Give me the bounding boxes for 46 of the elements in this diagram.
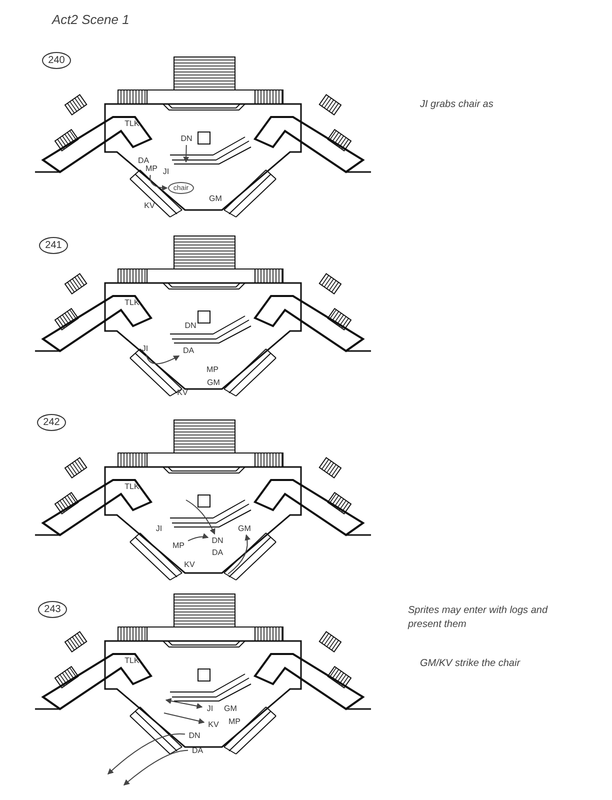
page-title: Act2 Scene 1 <box>52 11 130 29</box>
movement-arrow <box>183 144 190 163</box>
movement-arrow <box>107 733 186 774</box>
movement-arrow <box>165 698 203 709</box>
actor-initials: TLK <box>124 299 140 307</box>
actor-initials: GM <box>208 195 223 203</box>
actor-initials: GM <box>206 379 221 387</box>
actor-initials: KV <box>183 561 196 569</box>
movement-arrow <box>188 533 209 542</box>
actor-initials: MP <box>206 366 220 374</box>
movement-arrow <box>228 534 250 574</box>
note-text: Sprites may enter with logs and present them <box>408 604 549 632</box>
actor-initials: JI <box>154 525 164 533</box>
actor-initials: MP <box>170 540 187 551</box>
actor-initials: DN <box>209 535 226 546</box>
actor-initials: DA <box>136 157 150 165</box>
cue-number: 242 <box>37 414 66 431</box>
actor-initials: KV <box>176 389 189 397</box>
actor-initials: MP <box>228 718 242 726</box>
cue-number: 243 <box>38 601 67 618</box>
cue-number: 240 <box>42 52 71 69</box>
movement-arrow <box>186 500 216 535</box>
actor-initials: GM <box>223 705 238 713</box>
actor-initials: KV <box>143 202 156 210</box>
note-text: JI grabs chair as <box>420 98 494 112</box>
actor-initials: DA <box>189 745 206 756</box>
actor-initials: DN <box>186 730 203 741</box>
actor-initials: MP <box>143 163 160 174</box>
note-text: GM/KV strike the chair <box>420 657 522 671</box>
actor-initials: JI <box>203 703 217 714</box>
actor-initials: DA <box>210 549 224 557</box>
actor-initials: DN <box>184 322 198 330</box>
actor-initials: DN <box>178 133 195 144</box>
actor-initials: JI <box>138 343 152 354</box>
actor-initials: TLK <box>124 657 140 665</box>
actor-initials: DA <box>180 345 197 356</box>
movement-arrow <box>146 354 180 364</box>
actor-initials: TLK <box>124 120 140 128</box>
movement-arrow <box>150 174 168 191</box>
movement-arrow <box>164 712 205 724</box>
cue-number: 241 <box>39 237 68 254</box>
movement-arrow <box>123 750 188 786</box>
actor-initials: JI <box>162 168 170 176</box>
actor-initials: TLK <box>124 483 140 491</box>
actor-initials: KV <box>205 719 222 730</box>
actor-initials: GM <box>236 523 253 534</box>
